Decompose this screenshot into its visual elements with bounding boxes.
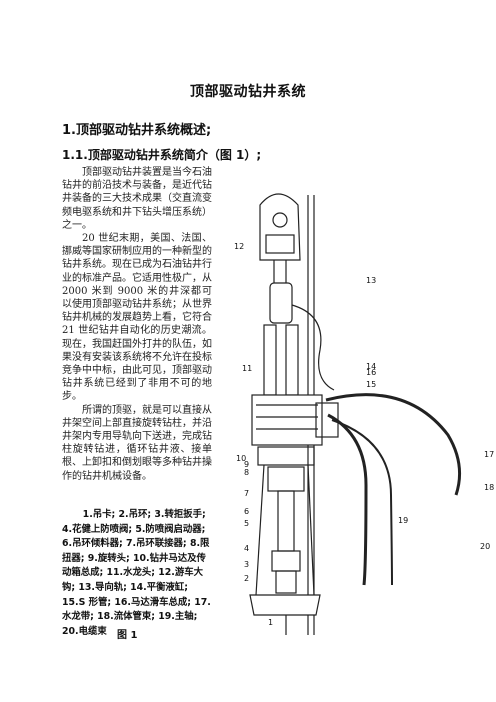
- callout-number: 20: [480, 542, 490, 551]
- balance-cylinder: [285, 324, 299, 396]
- top-drive-drawing: 12 13 14 11 16 15 10 17 9 8 18 19 7 6 20…: [234, 193, 494, 635]
- block-plate: [265, 234, 295, 254]
- page-title: 顶部驱动钻井系统: [190, 84, 306, 100]
- callout-number: 17: [484, 450, 494, 459]
- balance-cylinder: [263, 324, 277, 396]
- callout-number: 1: [268, 618, 273, 627]
- section-heading: 1.顶部驱动钻井系统概述;: [62, 123, 212, 138]
- motor-dolly: [315, 402, 339, 438]
- callout-number: 10: [236, 454, 246, 463]
- paragraph: 顶部驱动钻井装置是当今石油钻井的前沿技术与装备，是近代钻井装备的三大技术成果（交…: [62, 167, 212, 231]
- callout-number: 4: [244, 544, 249, 553]
- callout-number: 16: [366, 368, 376, 377]
- paragraph: 所谓的顶驱，就是可以直接从井架空间上部直接旋转钻柱，并沿井架内专用导轨向下送进，…: [62, 404, 212, 482]
- callout-numbers: 12 13 14 11 16 15 10 17 9 8 18 19 7 6 20…: [234, 242, 494, 627]
- callout-number: 19: [398, 516, 408, 525]
- main-shaft: [277, 490, 295, 552]
- elevator: [249, 594, 321, 616]
- callout-number: 8: [244, 468, 249, 477]
- callout-number: 18: [484, 483, 494, 492]
- bop-valve: [271, 550, 301, 572]
- motor-gearbox: [251, 394, 323, 446]
- callout-number: 14: [366, 362, 376, 371]
- callout-number: 15: [366, 380, 376, 389]
- top-drive-illustration: 12 13 14 11 16 15 10 17 9 8 18 19 7 6 20…: [216, 165, 496, 640]
- callout-number: 2: [244, 574, 249, 583]
- cable-bundle: [331, 419, 393, 586]
- body-text: 顶部驱动钻井装置是当今石油钻井的前沿技术与装备，是近代钻井装备的三大技术成果（交…: [62, 166, 212, 483]
- elevator-link: [307, 464, 315, 596]
- callout-number: 7: [244, 489, 249, 498]
- bop-actuator: [275, 570, 297, 594]
- paragraph: 20 世纪末期，美国、法国、挪威等国家研制应用的一种新型的钻井系统。现在已成为石…: [62, 233, 212, 403]
- swivel-body: [269, 282, 293, 324]
- figure-caption-text: 1.吊卡; 2.吊环; 3.转拒扳手; 4.花健上防喷阀; 5.防喷阀启动器; …: [62, 509, 211, 637]
- callout-number: 12: [234, 242, 244, 251]
- callout-number: 5: [244, 519, 249, 528]
- rotating-head: [257, 446, 315, 466]
- s-pipe: [291, 304, 335, 391]
- sheave-circle: [272, 212, 288, 228]
- callout-number: 11: [242, 364, 252, 373]
- torque-wrench: [267, 466, 305, 492]
- figure-label: 图 1: [117, 630, 138, 641]
- callout-number: 3: [244, 560, 249, 569]
- figure-caption: 1.吊卡; 2.吊环; 3.转拒扳手; 4.花健上防喷阀; 5.防喷阀启动器; …: [62, 508, 212, 639]
- subsection-heading: 1.1.顶部驱动钻井系统简介（图 1）;: [62, 148, 262, 162]
- callout-number: 6: [244, 507, 249, 516]
- service-loop: [327, 413, 368, 586]
- elevator-link: [255, 464, 265, 596]
- mud-hose: [325, 393, 462, 496]
- callout-number: 9: [244, 460, 249, 469]
- callout-number: 13: [366, 276, 376, 285]
